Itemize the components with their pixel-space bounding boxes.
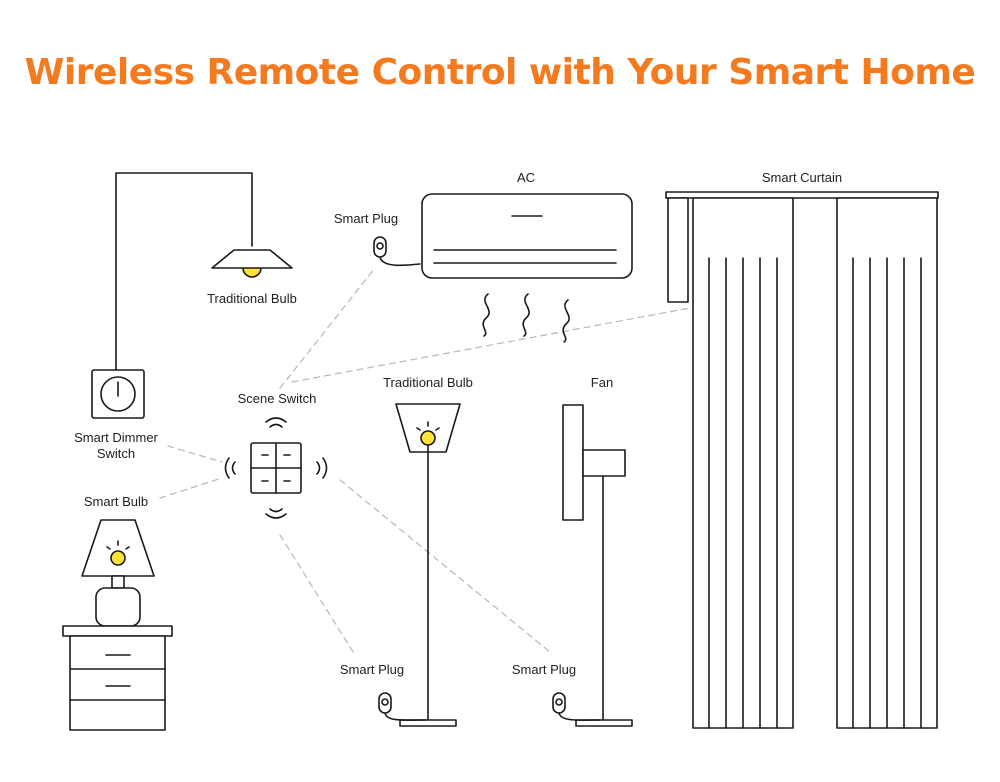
floor-lamp-smart-plug-icon — [378, 692, 427, 721]
fan-icon — [562, 404, 633, 727]
floor-bulb-label: Traditional Bulb — [383, 375, 473, 390]
floor-lamp-icon — [395, 403, 461, 727]
link-dimmer-switch — [167, 445, 223, 463]
connection-lines — [159, 267, 691, 656]
scene-switch-icon — [250, 442, 302, 494]
floor-lamp-smart-plug-label: Smart Plug — [339, 662, 405, 677]
ceiling-bulb-label: Traditional Bulb — [207, 291, 297, 306]
ac-smart-plug-icon — [373, 236, 421, 267]
link-curtain — [291, 307, 691, 383]
nightstand-icon — [62, 625, 173, 731]
smart-curtain-label: Smart Curtain — [761, 170, 843, 185]
dimmer-switch-label: Smart Dimmer Switch — [74, 430, 158, 461]
ceiling-wire — [115, 172, 253, 373]
dimmer-switch-icon — [91, 369, 145, 419]
table-lamp-icon — [81, 519, 155, 627]
ac-unit-icon — [421, 193, 633, 343]
link-floor-plug — [279, 534, 356, 656]
link-fan-plug — [339, 479, 551, 653]
fan-label: Fan — [590, 375, 614, 390]
smart-curtain-icon — [665, 191, 939, 729]
link-smart-bulb — [159, 477, 223, 499]
ac-label: AC — [516, 170, 536, 185]
signal-waves-icon — [224, 417, 328, 519]
ceiling-lamp-icon — [211, 249, 293, 278]
scene-switch-label: Scene Switch — [237, 391, 317, 406]
page-title: Wireless Remote Control with Your Smart … — [24, 52, 976, 93]
link-ac-plug — [279, 267, 376, 389]
ac-smart-plug-label: Smart Plug — [333, 211, 399, 226]
fan-smart-plug-label: Smart Plug — [511, 662, 577, 677]
smart-bulb-label: Smart Bulb — [83, 494, 149, 509]
fan-smart-plug-icon — [552, 692, 601, 721]
